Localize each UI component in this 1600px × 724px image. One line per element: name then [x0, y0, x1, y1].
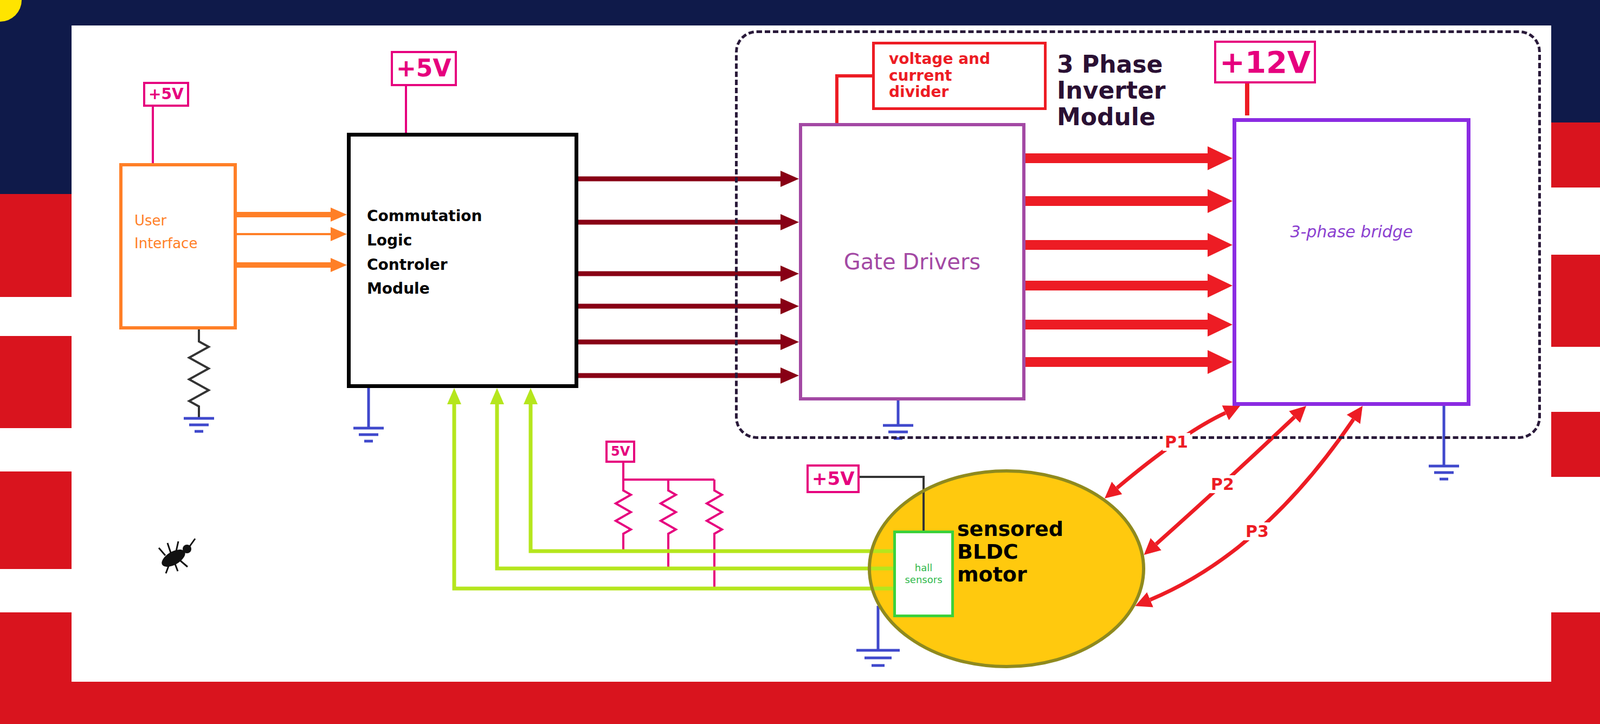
connector-arrow: [497, 404, 894, 569]
phase-label: P2: [1208, 475, 1237, 494]
bridge-box: 3-phase bridge: [1232, 118, 1471, 406]
gate-driver-box: Gate Drivers: [798, 123, 1026, 401]
connector-arrow: [836, 75, 873, 124]
connector-arrow: [1025, 153, 1208, 164]
node-text: Gate Drivers: [843, 249, 981, 275]
resistor-symbol: [189, 329, 209, 419]
connector-arrow: [1025, 280, 1208, 291]
connector-arrow: [578, 339, 781, 345]
connector-arrow: [578, 271, 781, 277]
voltage-label: +12V: [1214, 40, 1316, 84]
bug-legs: [158, 538, 196, 574]
resistor-symbol: [660, 479, 676, 569]
connector-arrow: [1150, 419, 1354, 600]
ground-symbol: [882, 397, 914, 439]
connector-arrow: [454, 404, 894, 589]
bug-doodle: [158, 538, 196, 574]
voltage-label: +5V: [806, 464, 860, 494]
node-text: voltage and current divider: [888, 50, 1014, 101]
right-stripe: [1551, 122, 1600, 188]
resistor-symbol: [615, 479, 631, 552]
connector-arrow: [578, 304, 781, 309]
motor-circle: sensored BLDC motor hall sensors: [867, 469, 1146, 669]
node-text: sensored BLDC motor: [957, 518, 1080, 586]
phase-label: P1: [1162, 433, 1191, 451]
connector-arrow: [578, 176, 781, 182]
top-band: [0, 0, 1600, 26]
phase-label: P3: [1243, 522, 1272, 541]
left-stripe: [0, 194, 72, 298]
right-stripe: [1551, 411, 1600, 477]
node-text: hall sensors: [899, 562, 948, 586]
resistor-symbol: [706, 479, 722, 589]
connector-arrow: [578, 373, 781, 379]
left-band: [0, 0, 72, 195]
bottom-band: [0, 681, 1600, 724]
connector-arrow: [1156, 417, 1295, 545]
pullup-wire: [623, 460, 715, 480]
ground-symbol: [1428, 403, 1460, 480]
controller-box: Commutation Logic Controler Module: [346, 132, 579, 389]
connector-arrow: [1025, 357, 1208, 367]
node-text: Commutation Logic Controler Module: [366, 204, 492, 302]
inverter-module-region: 3 Phase Inverter Module voltage and curre…: [734, 30, 1541, 440]
connector-arrow: [236, 233, 331, 236]
motor-fill: [869, 471, 1144, 667]
node-text: 3 Phase Inverter Module: [1056, 51, 1198, 131]
connector-arrow: [1025, 240, 1208, 250]
connector-arrow: [236, 211, 331, 218]
right-band: [1551, 0, 1600, 123]
right-stripe: [1551, 254, 1600, 347]
connector-arrow: [236, 262, 331, 268]
left-stripe: [0, 336, 72, 429]
corner-sun: [0, 0, 22, 22]
voltage-label: +5V: [143, 81, 190, 107]
supply-wire: [151, 97, 154, 164]
ground-symbol: [353, 388, 384, 442]
node-text: 3-phase bridge: [1289, 222, 1413, 242]
connector-arrow: [578, 220, 781, 225]
divider-box: voltage and current divider: [872, 41, 1047, 111]
voltage-label: +5V: [390, 50, 457, 87]
connector-arrow: [1025, 196, 1208, 206]
left-stripe: [0, 471, 72, 570]
node-text: User Interface: [134, 209, 227, 255]
motor-outline-shape: [869, 471, 1144, 667]
connector-arrow: [530, 404, 894, 552]
user-interface-box: User Interface: [119, 163, 237, 330]
connector-arrow: [1025, 319, 1208, 330]
voltage-label: 5V: [605, 440, 636, 463]
ground-symbol: [183, 418, 215, 432]
hall-sensor-box: hall sensors: [893, 530, 954, 618]
